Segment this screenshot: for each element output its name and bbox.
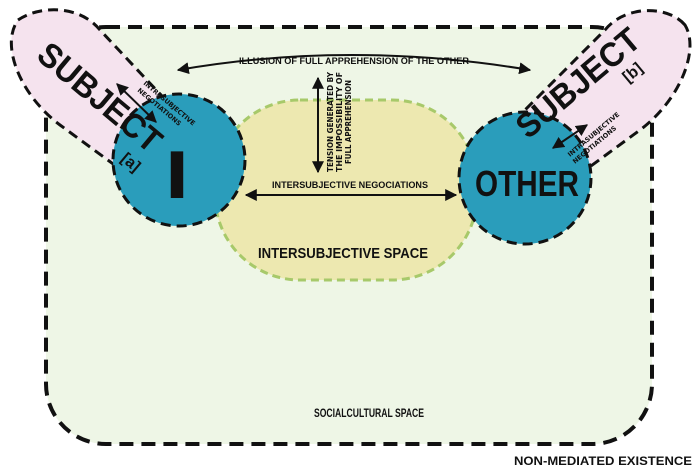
intrasubjective-arrow-b: [552, 124, 588, 149]
non-mediated-existence-label: NON-MEDIATED EXISTENCE: [514, 454, 692, 468]
illusion-arrow: [176, 54, 532, 75]
intersubjective-negotiations-label: INTERSUBJECTIVE NEGOCIATIONS: [272, 180, 428, 190]
other-label: OTHER: [475, 163, 579, 204]
subject-a-circle: [111, 92, 247, 228]
intrasubjective-arrow-a: [116, 83, 157, 123]
tension-label-2: THE IMPOSSIBILITY OF: [335, 72, 344, 172]
sociocultural-space-label: SOCIALCULTURAL SPACE: [314, 406, 424, 420]
tension-label-3: FULL APPREHENSION: [344, 80, 353, 164]
tension-label-1: TENSION GENERATED BY: [326, 71, 335, 172]
self-label: I: [165, 137, 189, 213]
illusion-label: ILLUSION OF FULL APPREHENSION OF THE OTH…: [239, 56, 469, 66]
intersubjective-space-label: INTERSUBJECTIVE SPACE: [258, 245, 428, 262]
